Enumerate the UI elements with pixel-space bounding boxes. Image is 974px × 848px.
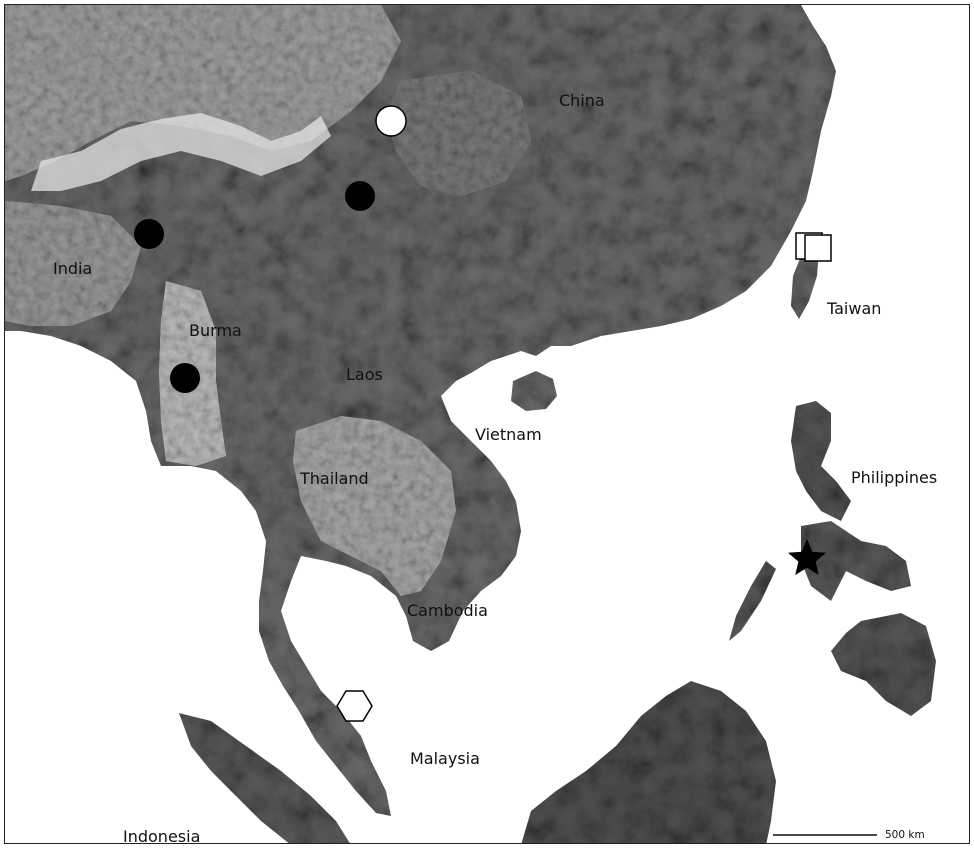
thailand-central-plain [293,416,456,596]
label-philippines: Philippines [851,468,938,487]
label-vietnam: Vietnam [475,425,542,444]
marker-hexagon-white-malaysia [336,690,373,722]
hainan-island [511,371,557,411]
mindanao-island [831,613,936,716]
label-cambodia: Cambodia [407,601,488,620]
sumatra-island [179,713,350,843]
map-frame: China India Burma Laos Vietnam Thailand … [4,4,970,844]
marker-circle-black-india [134,219,164,249]
label-thailand: Thailand [300,469,369,488]
marker-square-white-taiwan-2 [804,234,832,262]
marker-star-black-philippines [788,539,826,575]
borneo-island [521,681,776,843]
visayas-islands [801,521,911,601]
marker-circle-black-burma [170,363,200,393]
label-burma: Burma [189,321,242,340]
map-canvas [5,5,969,843]
luzon-island [791,401,851,521]
label-indonesia: Indonesia [123,827,201,844]
label-malaysia: Malaysia [410,749,480,768]
scale-bar-label: 500 km [885,829,925,841]
label-taiwan: Taiwan [827,299,882,318]
marker-circle-black-sichuan-south [345,181,375,211]
himalaya-snow [31,113,331,191]
india-plain [5,201,141,326]
sichuan-basin [386,71,531,196]
label-laos: Laos [346,365,383,384]
label-china: China [559,91,605,110]
palawan-island [729,561,776,641]
mainland-asia-landmass [5,5,836,816]
label-india: India [53,259,93,278]
taiwan-island [791,246,819,319]
marker-circle-white-sichuan-north [375,105,407,137]
